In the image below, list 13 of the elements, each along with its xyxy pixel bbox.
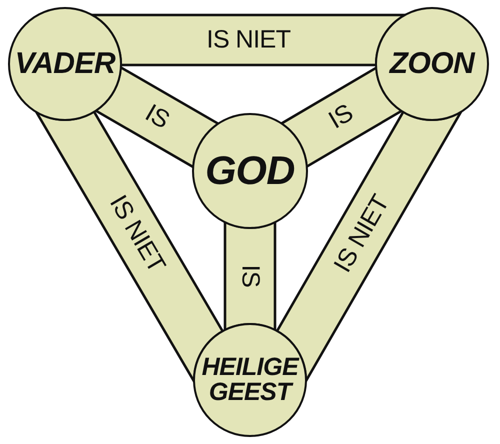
- edge-label: IS: [238, 264, 262, 288]
- node-label: VADER: [14, 49, 116, 79]
- edge-label: IS: [141, 100, 174, 134]
- node-label: ZOON: [390, 49, 474, 79]
- node-label: HEILIGE GEEST: [200, 355, 300, 405]
- band-connector: [280, 66, 403, 168]
- band-connector: [276, 110, 462, 383]
- band-connector: [94, 66, 220, 168]
- edge-label: IS NIET: [330, 191, 394, 277]
- edge-label: IS: [325, 100, 358, 134]
- band-connector: [224, 220, 276, 332]
- band-connector: [34, 110, 224, 384]
- node-label: GOD: [205, 151, 295, 191]
